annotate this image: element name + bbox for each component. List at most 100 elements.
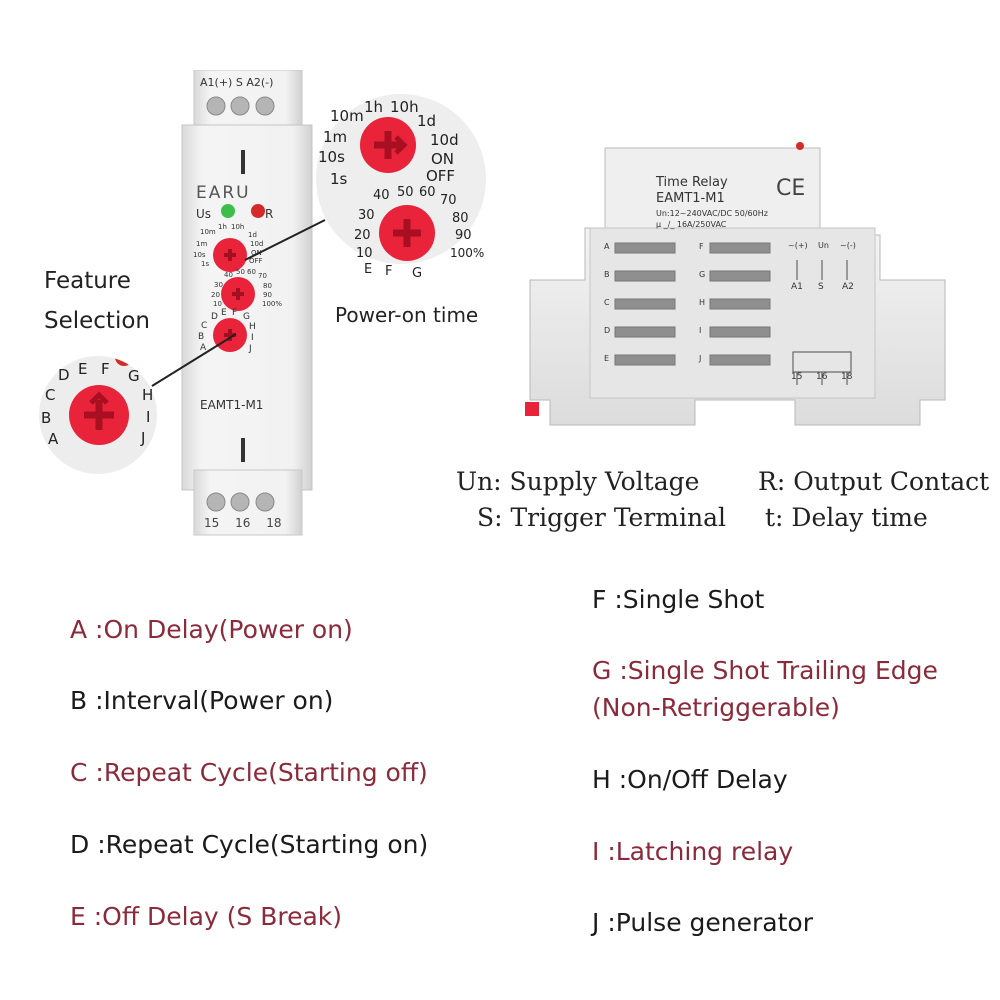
zoom-time-label: 10h <box>390 98 419 116</box>
top-screws <box>206 96 275 116</box>
legend-s: S: Trigger Terminal <box>477 503 726 532</box>
feature-selection-caption-1: Feature <box>44 268 131 294</box>
terminal-s: S <box>235 76 243 89</box>
side-mode-letter: J <box>699 354 702 363</box>
r-indicator-label: R <box>265 207 274 221</box>
zoom-pct-label: 40 <box>373 188 390 203</box>
dial3-label: E <box>221 308 227 318</box>
terminal-a1: A1(+) <box>200 76 233 89</box>
mode-e: E :Off Delay (S Break) <box>70 902 343 931</box>
zoom-mode-label: B <box>41 409 52 427</box>
dial2-label: 70 <box>258 272 267 280</box>
side-wiring-bottom: 16 <box>816 372 828 382</box>
side-title: Time Relay <box>656 175 728 190</box>
mode-f: F :Single Shot <box>592 585 765 614</box>
dial3-label: C <box>201 321 208 331</box>
zoom-time-label: OFF <box>426 167 456 185</box>
dial1-label: 10m <box>200 228 216 236</box>
terminal-a2: A2(-) <box>246 76 274 89</box>
dial1-label: 1h <box>218 223 227 231</box>
mode-c: C :Repeat Cycle(Starting off) <box>70 758 428 787</box>
zoom-pct-label: 50 <box>397 185 414 200</box>
dial2-label: 40 <box>224 271 233 279</box>
zoom-time-label: 1h <box>364 98 384 116</box>
zoom-mode-label: D <box>58 366 70 384</box>
mode-j: J :Pulse generator <box>592 908 813 937</box>
dial1-label: 1m <box>196 240 208 248</box>
dial3-label: G <box>243 312 250 322</box>
zoom-pct-bottom: E <box>364 262 373 277</box>
side-mode-letter: H <box>699 298 706 307</box>
zoom-pct-label: 10 <box>356 246 373 261</box>
percentage-knob[interactable] <box>221 277 255 311</box>
terminal-16: 16 <box>235 516 251 530</box>
us-indicator-label: Us <box>196 207 212 221</box>
side-wiring-mid: A2 <box>842 282 854 292</box>
zoom-mode-label: I <box>146 408 151 426</box>
zoom-percent-knob <box>379 205 435 261</box>
dial1-label: OFF <box>249 257 263 265</box>
dial2-label: 30 <box>214 281 223 289</box>
dial1-label: 10h <box>231 223 245 231</box>
terminal-labels-bottom: 15 16 18 <box>204 516 282 530</box>
zoom-mode-knob <box>69 385 129 445</box>
mode-i: I :Latching relay <box>592 837 794 866</box>
legend-un: Un: Supply Voltage <box>456 467 700 496</box>
mode-g-line2: (Non-Retriggerable) <box>592 693 840 722</box>
side-wiring-mid: S <box>818 282 824 292</box>
zoom-pct-bottom: F <box>385 264 393 279</box>
side-spec-1: Un:12~240VAC/DC 50/60Hz <box>656 209 768 218</box>
zoom-pct-label: 90 <box>455 228 472 243</box>
zoom-mode-label: G <box>128 367 140 385</box>
dial3-label: B <box>198 332 205 342</box>
dial3-label: I <box>251 333 254 343</box>
zoom-time-label: 1m <box>323 128 348 146</box>
side-mode-letter: F <box>699 242 704 251</box>
feature-connector-line <box>151 333 237 387</box>
dial3-label: A <box>200 343 207 353</box>
dial2-label: 20 <box>211 291 220 299</box>
feature-selection-caption-2: Selection <box>44 308 150 334</box>
dial2-label: 60 <box>247 268 256 276</box>
side-mode-letter: B <box>604 270 610 279</box>
side-mode-letter: E <box>604 354 610 363</box>
side-mode-letter: C <box>604 298 610 307</box>
dial2-label: 10 <box>213 300 222 308</box>
dial3-label: H <box>249 322 256 332</box>
zoom-pct-bottom: G <box>412 266 423 281</box>
side-mode-letter: G <box>699 270 706 279</box>
zoom-mode-label: F <box>101 360 110 378</box>
zoom-time-knob <box>360 117 416 173</box>
dial2-label: 90 <box>263 291 272 299</box>
dial1-label: 1d <box>248 231 257 239</box>
dial1-label: 10d <box>250 240 264 248</box>
r-led-icon <box>251 204 265 218</box>
zoom-pct-label: 100% <box>450 246 485 260</box>
zoom-time-label: ON <box>431 150 455 168</box>
power-on-time-zoom <box>314 92 488 266</box>
power-on-time-caption: Power-on time <box>335 303 479 327</box>
terminal-15: 15 <box>204 516 220 530</box>
side-wiring-mid: A1 <box>791 282 803 292</box>
dial2-label: 50 <box>236 268 245 276</box>
side-mode-letter: A <box>604 242 610 251</box>
relay-front-view <box>181 70 313 536</box>
zoom-time-label: 10s <box>318 148 345 166</box>
zoom-mode-label: C <box>45 386 56 404</box>
ce-mark: CE <box>776 176 806 201</box>
time-range-knob[interactable] <box>213 238 247 272</box>
side-wiring-top: ~(-) <box>840 241 856 250</box>
zoom-mode-label: E <box>78 360 88 378</box>
brand-logo: EARU <box>196 183 251 203</box>
terminal-labels-top: A1(+) S A2(-) <box>200 76 273 89</box>
dial1-label: ON <box>251 249 262 257</box>
side-mode-letter: D <box>604 326 611 335</box>
mode-d: D :Repeat Cycle(Starting on) <box>70 830 429 859</box>
zoom-mode-label: H <box>142 386 154 404</box>
side-wiring-top: Un <box>818 241 829 250</box>
side-wiring-bottom: 18 <box>841 372 853 382</box>
zoom-pct-label: 70 <box>440 193 457 208</box>
zoom-time-label: 1d <box>417 112 437 130</box>
dial3-label: J <box>249 344 252 354</box>
dial1-label: 10s <box>193 251 206 259</box>
